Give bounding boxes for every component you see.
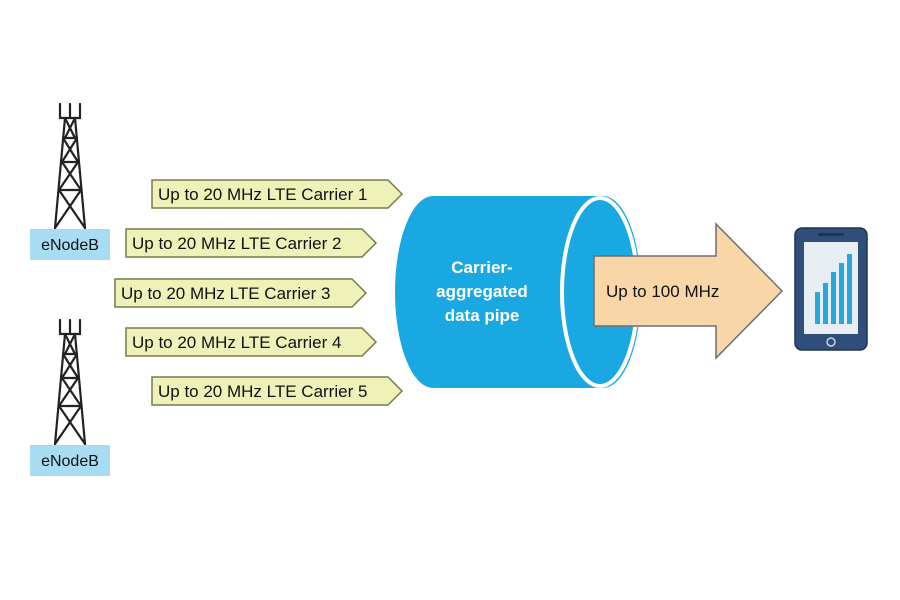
carrier-arrows: Up to 20 MHz LTE Carrier 1 Up to 20 MHz … — [114, 179, 404, 406]
enodeb-label: eNodeB — [41, 237, 99, 254]
carrier-arrow-3: Up to 20 MHz LTE Carrier 3 — [114, 278, 368, 308]
cell-tower-icon — [53, 102, 87, 230]
carrier-arrow-1: Up to 20 MHz LTE Carrier 1 — [151, 179, 404, 209]
pipe-label-line2: aggregated — [436, 282, 528, 301]
carrier-arrow-5: Up to 20 MHz LTE Carrier 5 — [151, 376, 404, 406]
carrier-label: Up to 20 MHz LTE Carrier 4 — [132, 333, 341, 352]
tower-2: eNodeB — [30, 318, 110, 476]
carrier-label: Up to 20 MHz LTE Carrier 1 — [158, 185, 367, 204]
output-label: Up to 100 MHz — [606, 282, 719, 301]
carrier-arrow-4: Up to 20 MHz LTE Carrier 4 — [125, 327, 378, 357]
data-pipe: Carrier- aggregated data pipe — [395, 196, 641, 388]
enodeb-label-box — [30, 445, 110, 476]
carrier-label: Up to 20 MHz LTE Carrier 2 — [132, 234, 341, 253]
output-arrow: Up to 100 MHz — [593, 222, 784, 360]
pipe-label-line3: data pipe — [445, 306, 520, 325]
cell-tower-icon — [53, 318, 87, 446]
smartphone-icon — [794, 227, 868, 351]
pipe-label-line1: Carrier- — [451, 258, 512, 277]
enodeb-label-box — [30, 229, 110, 260]
tower-1: eNodeB — [30, 102, 110, 260]
carrier-label: Up to 20 MHz LTE Carrier 3 — [121, 284, 330, 303]
carrier-arrow-2: Up to 20 MHz LTE Carrier 2 — [125, 228, 378, 258]
enodeb-label: eNodeB — [41, 453, 99, 470]
carrier-label: Up to 20 MHz LTE Carrier 5 — [158, 382, 367, 401]
